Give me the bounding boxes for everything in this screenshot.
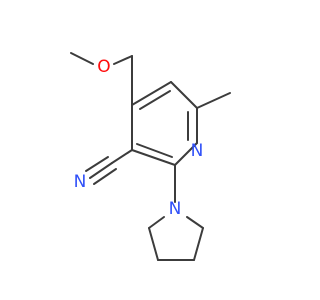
- ring-nitrogen-label: N: [191, 141, 204, 161]
- bond-nitrile-triple-1: [89, 162, 113, 179]
- bond-pyrrolidine-ca-cb: [148, 227, 159, 261]
- pyrrolidine-nitrogen-atom: N: [169, 199, 182, 219]
- oxygen-atom: O: [97, 57, 110, 77]
- nitrile-nitrogen-label: N: [74, 172, 87, 192]
- bond-c4-c5: [131, 81, 172, 106]
- bond-pyrrolidine-cc-cd: [193, 227, 204, 261]
- bond-c2-c3-double: [136, 143, 173, 158]
- ring-nitrogen-atom: N: [191, 141, 204, 161]
- pyrrolidine-nitrogen-label: N: [169, 199, 182, 219]
- atom-label-layer: O N N N: [74, 57, 204, 219]
- bond-nitrile-triple-2: [85, 156, 109, 172]
- nitrile-nitrogen-atom: N: [74, 172, 87, 192]
- molecule-structure: O N N N: [70, 52, 231, 261]
- bond-pyrrolidine-n-ca: [148, 216, 165, 229]
- bond-oxygen-methylene: [113, 55, 133, 65]
- bond-pyrrolidine-cd-n: [186, 216, 204, 229]
- bond-c6-methyl: [196, 92, 231, 109]
- bond-c4-c5-double: [139, 90, 171, 110]
- bond-c2-c3: [131, 149, 176, 166]
- bond-c3-nitrile-carbon: [111, 149, 133, 164]
- bond-nitrile-triple-3: [93, 168, 117, 185]
- bond-c5-c6: [170, 81, 198, 109]
- oxygen-label: O: [97, 57, 110, 77]
- bond-methyl-oxygen: [70, 52, 94, 65]
- bond-layer: [70, 52, 231, 261]
- bond-n1-c2: [174, 142, 198, 166]
